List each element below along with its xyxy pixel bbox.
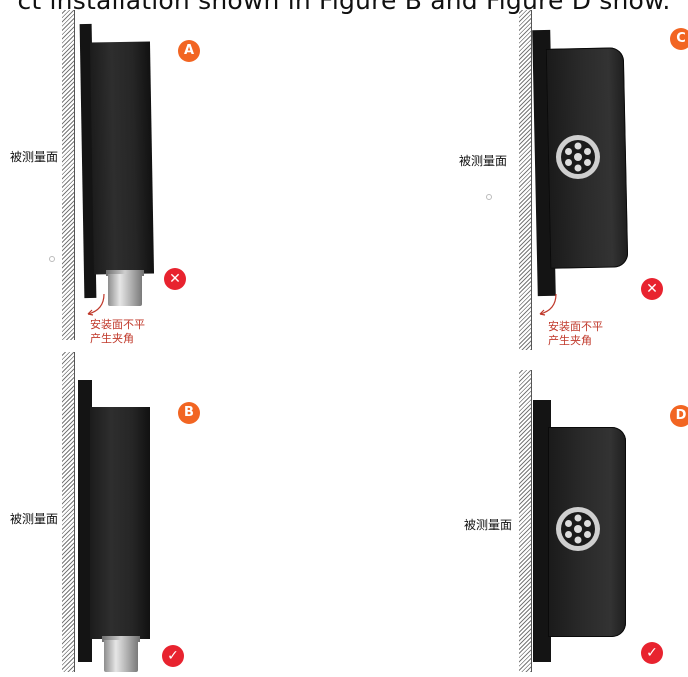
header-text: ct installation shown in Figure B and Fi… xyxy=(17,0,671,15)
panel-badge: A xyxy=(178,40,200,62)
wrong-mark-icon: ✕ xyxy=(164,268,186,290)
sensor-body xyxy=(89,41,155,275)
dot xyxy=(49,256,55,262)
wall-hatch xyxy=(62,352,74,672)
wall-hatch xyxy=(62,10,74,340)
panel-badge: D xyxy=(670,405,688,427)
note-line-2: 产生夹角 xyxy=(90,332,134,345)
note-line-1: 安装面不平 xyxy=(90,318,145,331)
wall-hatch xyxy=(519,370,531,672)
angle-arrow-icon xyxy=(539,293,557,316)
panel-badge: B xyxy=(178,402,200,424)
sensor-body xyxy=(90,407,150,639)
surface-label: 被测量面 xyxy=(10,512,59,526)
connector xyxy=(104,640,138,672)
mounting-plate xyxy=(78,380,92,662)
note-line-1: 安装面不平 xyxy=(548,320,603,333)
panel-badge: C xyxy=(670,28,688,50)
connector-face-icon xyxy=(556,507,600,551)
note-text: 安装面不平 产生夹角 xyxy=(90,318,145,346)
wall-line xyxy=(74,352,75,672)
wall-hatch xyxy=(519,10,531,350)
angle-arrow-icon xyxy=(87,293,105,316)
correct-mark-icon: ✓ xyxy=(641,642,663,664)
wall-line xyxy=(531,10,532,350)
surface-label: 被测量面 xyxy=(10,150,59,164)
wall-line xyxy=(531,370,532,672)
surface-label: 被测量面 xyxy=(459,154,508,168)
wall-line xyxy=(74,10,75,340)
connector-face-icon xyxy=(556,135,600,179)
note-line-2: 产生夹角 xyxy=(548,334,592,347)
mounting-plate xyxy=(533,400,551,662)
note-text: 安装面不平 产生夹角 xyxy=(548,320,603,348)
surface-label: 被测量面 xyxy=(464,518,513,532)
dot xyxy=(486,194,492,200)
correct-mark-icon: ✓ xyxy=(162,645,184,667)
connector-ring xyxy=(106,270,144,276)
connector-ring xyxy=(102,636,140,642)
wrong-mark-icon: ✕ xyxy=(641,278,663,300)
connector xyxy=(108,274,142,306)
